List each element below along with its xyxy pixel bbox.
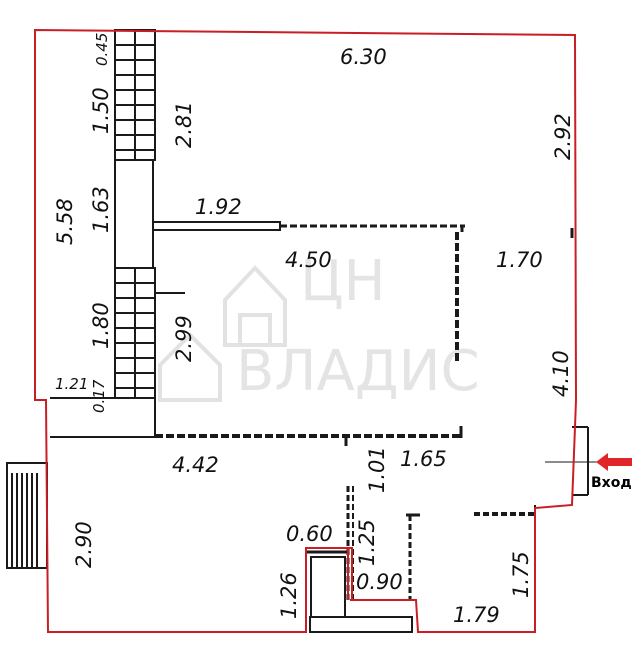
watermark-line-1: ЦН [300,249,386,314]
dim-landing: 1.63 [89,186,113,233]
dim-shower-width: 0.90 [356,570,403,594]
dim-stair-upper-run: 1.50 [89,87,113,134]
dim-room-width: 4.50 [285,248,332,272]
dim-partition-upper: 1.92 [195,195,242,219]
interior-walls [6,29,600,633]
house-logo-icon-2 [158,332,222,402]
dim-wc-height: 1.26 [277,572,301,619]
dim-left-height: 5.58 [53,198,77,245]
watermark-line-2: ВЛАДИС [236,339,480,404]
dim-stair-top-gap: 0.45 [93,33,111,66]
dim-door-gap: 1.01 [365,446,389,493]
dim-wc-width: 0.60 [286,522,333,546]
stair-landing-block [114,159,154,269]
dim-right-lower-depth: 1.75 [509,551,533,598]
dim-corridor: 1.70 [496,248,543,272]
entrance-label: Вход [591,475,632,491]
dim-top-width: 6.30 [340,45,387,69]
dim-left-lower: 2.90 [72,521,96,568]
dim-stair-lower-run: 1.80 [89,302,113,349]
house-logo-icon [223,265,287,347]
dim-stair-upper-depth: 2.81 [172,101,196,148]
dim-bottom-right-width: 1.79 [453,603,500,627]
entrance-marker: Вход [591,453,632,491]
dim-right-upper: 2.92 [551,113,575,160]
dim-bottom-right-gap: 1.65 [400,447,447,471]
dimension-labels: 6.30 5.58 0.45 1.50 2.81 1.63 1.80 2.99 … [53,33,575,627]
dim-left-step: 1.21 [55,375,88,393]
left-arrow-icon [596,453,632,471]
dim-left-step-small: 0.17 [90,379,108,413]
dim-wc-depth: 1.25 [355,519,379,566]
dim-right-lower: 4.10 [549,350,573,397]
apartment-boundary [34,28,578,633]
watermark: ЦН ВЛАДИС [158,249,480,404]
dim-bottom-room-width: 4.42 [172,453,219,477]
dim-stair-lower-depth: 2.99 [172,315,196,362]
